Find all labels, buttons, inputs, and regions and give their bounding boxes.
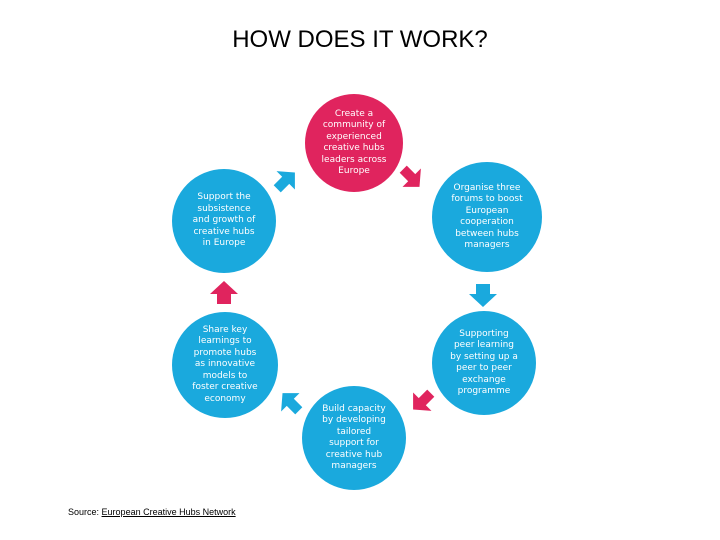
source-label: Source: <box>68 507 100 517</box>
step-create-community-text: Create a community of experienced creati… <box>321 108 387 177</box>
step-share-learnings: Share key learnings to promote hubs as i… <box>172 312 278 418</box>
step-create-community: Create a community of experienced creati… <box>305 94 403 192</box>
arrow-down-right-icon <box>399 165 421 187</box>
arrow-up-right-icon <box>273 171 295 193</box>
step-build-capacity-text: Build capacity by developing tailored su… <box>322 403 386 472</box>
cycle-diagram: Create a community of experienced creati… <box>112 86 598 494</box>
source-caption: Source: European Creative Hubs Network <box>68 507 236 517</box>
step-share-learnings-text: Share key learnings to promote hubs as i… <box>192 324 258 404</box>
step-support-hubs-text: Support the subsistence and growth of cr… <box>192 192 256 249</box>
step-organise-forums: Organise three forums to boost European … <box>432 162 542 272</box>
arrow-up-left-icon <box>281 393 303 415</box>
step-organise-forums-text: Organise three forums to boost European … <box>451 182 523 251</box>
arrow-up-icon <box>210 281 238 304</box>
arrow-down-left-icon <box>413 389 435 411</box>
page-title: HOW DOES IT WORK? <box>232 26 488 53</box>
arrow-down-icon <box>469 284 497 307</box>
source-link[interactable]: European Creative Hubs Network <box>101 507 236 517</box>
step-support-hubs: Support the subsistence and growth of cr… <box>172 169 276 273</box>
step-peer-learning: Supporting peer learning by setting up a… <box>432 311 536 415</box>
step-peer-learning-text: Supporting peer learning by setting up a… <box>450 328 518 397</box>
step-build-capacity: Build capacity by developing tailored su… <box>302 386 406 490</box>
